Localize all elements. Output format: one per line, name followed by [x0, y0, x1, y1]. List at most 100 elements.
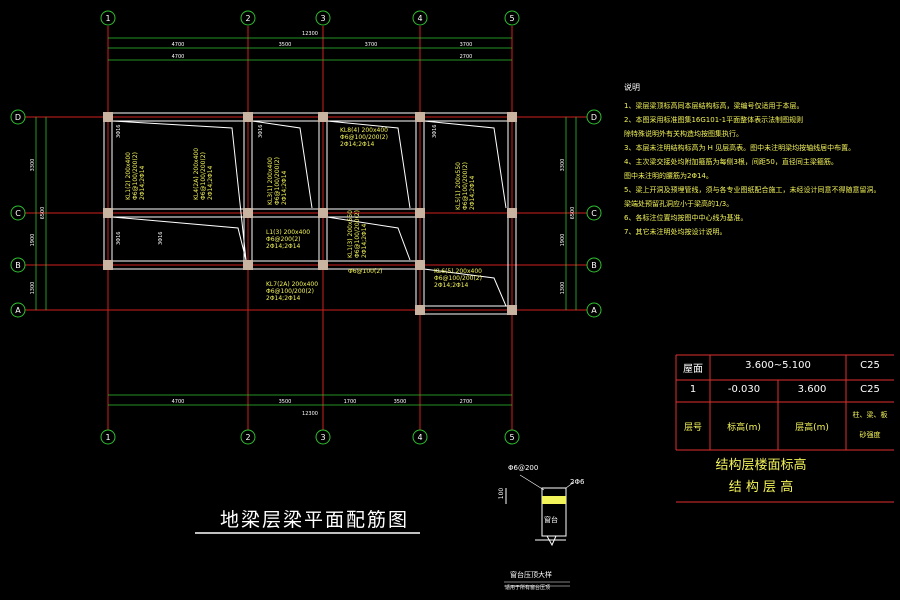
svg-text:2Φ14;2Φ14: 2Φ14;2Φ14	[281, 170, 288, 205]
beam-label: KL5(1) 200x550 Φ6@100/200(2) 2Φ14;2Φ14	[455, 162, 476, 210]
svg-text:Φ6@100/200(2): Φ6@100/200(2)	[354, 210, 361, 258]
beam-label: KL7(2A) 200x400 Φ6@100/200(2) 2Φ14;2Φ14	[266, 281, 318, 302]
table-header-conc1: 柱、梁、板	[852, 411, 888, 419]
svg-text:KL1(3) 200x550: KL1(3) 200x550	[347, 210, 354, 258]
axis-label: 4	[417, 433, 422, 442]
note-item: 1、梁层梁顶标高同本层结构标高，梁编号仅适用于本层。	[624, 102, 804, 110]
rebar-label: 3Φ16	[158, 232, 164, 245]
detail-title: 窗台压顶大样	[510, 571, 552, 579]
table-header-elev: 标高(m)	[727, 423, 761, 433]
svg-text:2Φ14;2Φ14: 2Φ14;2Φ14	[434, 282, 469, 289]
beam-label: KL8(4) 200x400 Φ6@100/200(2) 2Φ14;2Φ14	[340, 127, 388, 148]
axis-label: C	[15, 209, 21, 218]
note-item: 2、本图采用标准图集16G101-1平面整体表示法制图规则	[624, 116, 804, 124]
level-table	[675, 354, 894, 503]
svg-text:Φ6@100/200(2): Φ6@100/200(2)	[340, 134, 388, 141]
svg-text:L1(3) 200x400: L1(3) 200x400	[266, 229, 310, 236]
detail-section	[504, 474, 575, 587]
dim-total-right: 6500	[570, 207, 576, 220]
svg-text:Φ6@100/200(2): Φ6@100/200(2)	[462, 162, 469, 210]
drawing-title: 地梁层梁平面配筋图	[220, 509, 410, 531]
dim-seg: 1700	[344, 399, 357, 405]
table-height-1: 3.600	[797, 384, 827, 395]
axis-lines	[24, 26, 594, 432]
notes-heading: 说明	[624, 83, 640, 92]
note-item: 3、本层未注明结构标高为 H 见层高表。图中未注明梁均按轴线居中布置。	[624, 144, 856, 152]
svg-text:2Φ14;2Φ14: 2Φ14;2Φ14	[207, 165, 214, 200]
svg-text:KL4(2A) 200x400: KL4(2A) 200x400	[193, 148, 200, 200]
table-header-floor: 层号	[683, 423, 702, 433]
svg-text:2Φ14;2Φ14: 2Φ14;2Φ14	[469, 175, 476, 210]
axis-label: 1	[105, 433, 110, 442]
axis-label: 5	[509, 433, 514, 442]
axis-label: B	[15, 261, 21, 270]
svg-text:Φ6@100/200(2): Φ6@100/200(2)	[274, 157, 281, 205]
table-floor-1: 1	[689, 384, 697, 395]
note-item: 7、其它未注明处均按设计说明。	[624, 228, 727, 236]
dim-seg: 1300	[30, 282, 36, 295]
dim-seg: 1900	[560, 234, 566, 247]
dim-seg: 4700	[172, 54, 185, 60]
axis-label: D	[15, 113, 21, 122]
detail-wall-label: 窗台	[544, 516, 558, 524]
columns	[103, 112, 517, 315]
dimension-lines	[35, 37, 577, 406]
svg-text:KL7(2A) 200x400: KL7(2A) 200x400	[266, 281, 318, 288]
beam-label: KL3(1) 200x400 Φ6@100/200(2) 2Φ14;2Φ14	[267, 157, 288, 205]
dim-total-left: 6500	[40, 207, 46, 220]
svg-text:KL3(1) 200x400: KL3(1) 200x400	[267, 157, 274, 205]
dim-seg: 1300	[560, 282, 566, 295]
note-item: 4、主次梁交接处均附加箍筋为每侧3根，间距50，直径同主梁箍筋。	[624, 158, 838, 166]
beam-label: KL1(3) 200x550 Φ6@100/200(2) 2Φ14;2Φ14	[347, 210, 368, 258]
dim-seg: 2700	[460, 399, 473, 405]
table-elev-0: 3.600~5.100	[745, 360, 811, 371]
svg-text:KL8(4) 200x400: KL8(4) 200x400	[340, 127, 388, 134]
svg-text:Φ6@100/200(2): Φ6@100/200(2)	[132, 152, 139, 200]
note-item: 除特殊说明外有关构造均按图集执行。	[624, 130, 743, 138]
axis-bubbles	[10, 10, 602, 445]
note-item: 梁端处预留孔洞应小于梁高的1/3。	[624, 200, 734, 208]
axis-label: 3	[320, 14, 325, 23]
notes-list: 1、梁层梁顶标高同本层结构标高，梁编号仅适用于本层。 2、本图采用标准图集16G…	[624, 99, 896, 239]
svg-text:KL1(2) 200x400: KL1(2) 200x400	[125, 152, 132, 200]
axis-label: 3	[320, 433, 325, 442]
dim-seg: 4700	[172, 399, 185, 405]
svg-text:2Φ14;2Φ14: 2Φ14;2Φ14	[266, 243, 301, 250]
dim-total-top: 12300	[302, 31, 318, 37]
note-item: 5、梁上开洞及预埋管线，须与各专业图纸配合施工，未经设计同意不得随意留洞。	[624, 186, 881, 194]
svg-text:KL6(5) 200x400: KL6(5) 200x400	[434, 268, 482, 275]
axis-label: D	[591, 113, 597, 122]
axis-label: 5	[509, 14, 514, 23]
dim-seg: 3700	[365, 42, 378, 48]
beam-label: Φ6@100(2)	[348, 268, 383, 275]
dim-seg: 3500	[279, 399, 292, 405]
svg-text:2Φ14;2Φ14: 2Φ14;2Φ14	[361, 223, 368, 258]
dim-seg: 3500	[279, 42, 292, 48]
notes-block: 说明 1、梁层梁顶标高同本层结构标高，梁编号仅适用于本层。 2、本图采用标准图集…	[624, 82, 896, 239]
dim-seg: 2700	[460, 54, 473, 60]
dim-seg: 3300	[30, 159, 36, 172]
table-caption-2: 结 构 层 高	[728, 480, 794, 495]
beam-label: KL1(2) 200x400 Φ6@100/200(2) 2Φ14;2Φ14	[125, 152, 146, 200]
dim-seg: 3300	[560, 159, 566, 172]
note-item: 6、各标注位置均按图中中心线为基准。	[624, 214, 748, 222]
beam-label: L1(3) 200x400 Φ6@200(2) 2Φ14;2Φ14	[266, 229, 310, 250]
svg-text:2Φ14;2Φ14: 2Φ14;2Φ14	[340, 141, 375, 148]
dim-seg: 3500	[394, 399, 407, 405]
detail-dim: 100	[498, 487, 506, 500]
detail-rebar-side: 2Φ6	[570, 478, 585, 486]
dim-total-bottom: 12300	[302, 411, 318, 417]
rebar-label: 3Φ16	[258, 125, 264, 138]
axis-label: A	[591, 306, 597, 315]
axis-label: A	[15, 306, 21, 315]
detail-rebar-top: Φ6@200	[508, 464, 539, 472]
table-header-conc2: 砂强度	[859, 431, 881, 439]
table-conc-0: C25	[860, 360, 880, 371]
note-item: 图中未注明的腰筋为2Φ14。	[624, 172, 713, 180]
svg-text:Φ6@100/200(2): Φ6@100/200(2)	[266, 288, 314, 295]
table-floor-0: 屋面	[683, 364, 703, 375]
table-elev-1: -0.030	[727, 384, 761, 395]
rebar-label: 3Φ16	[432, 125, 438, 138]
svg-text:2Φ14;2Φ14: 2Φ14;2Φ14	[139, 165, 146, 200]
